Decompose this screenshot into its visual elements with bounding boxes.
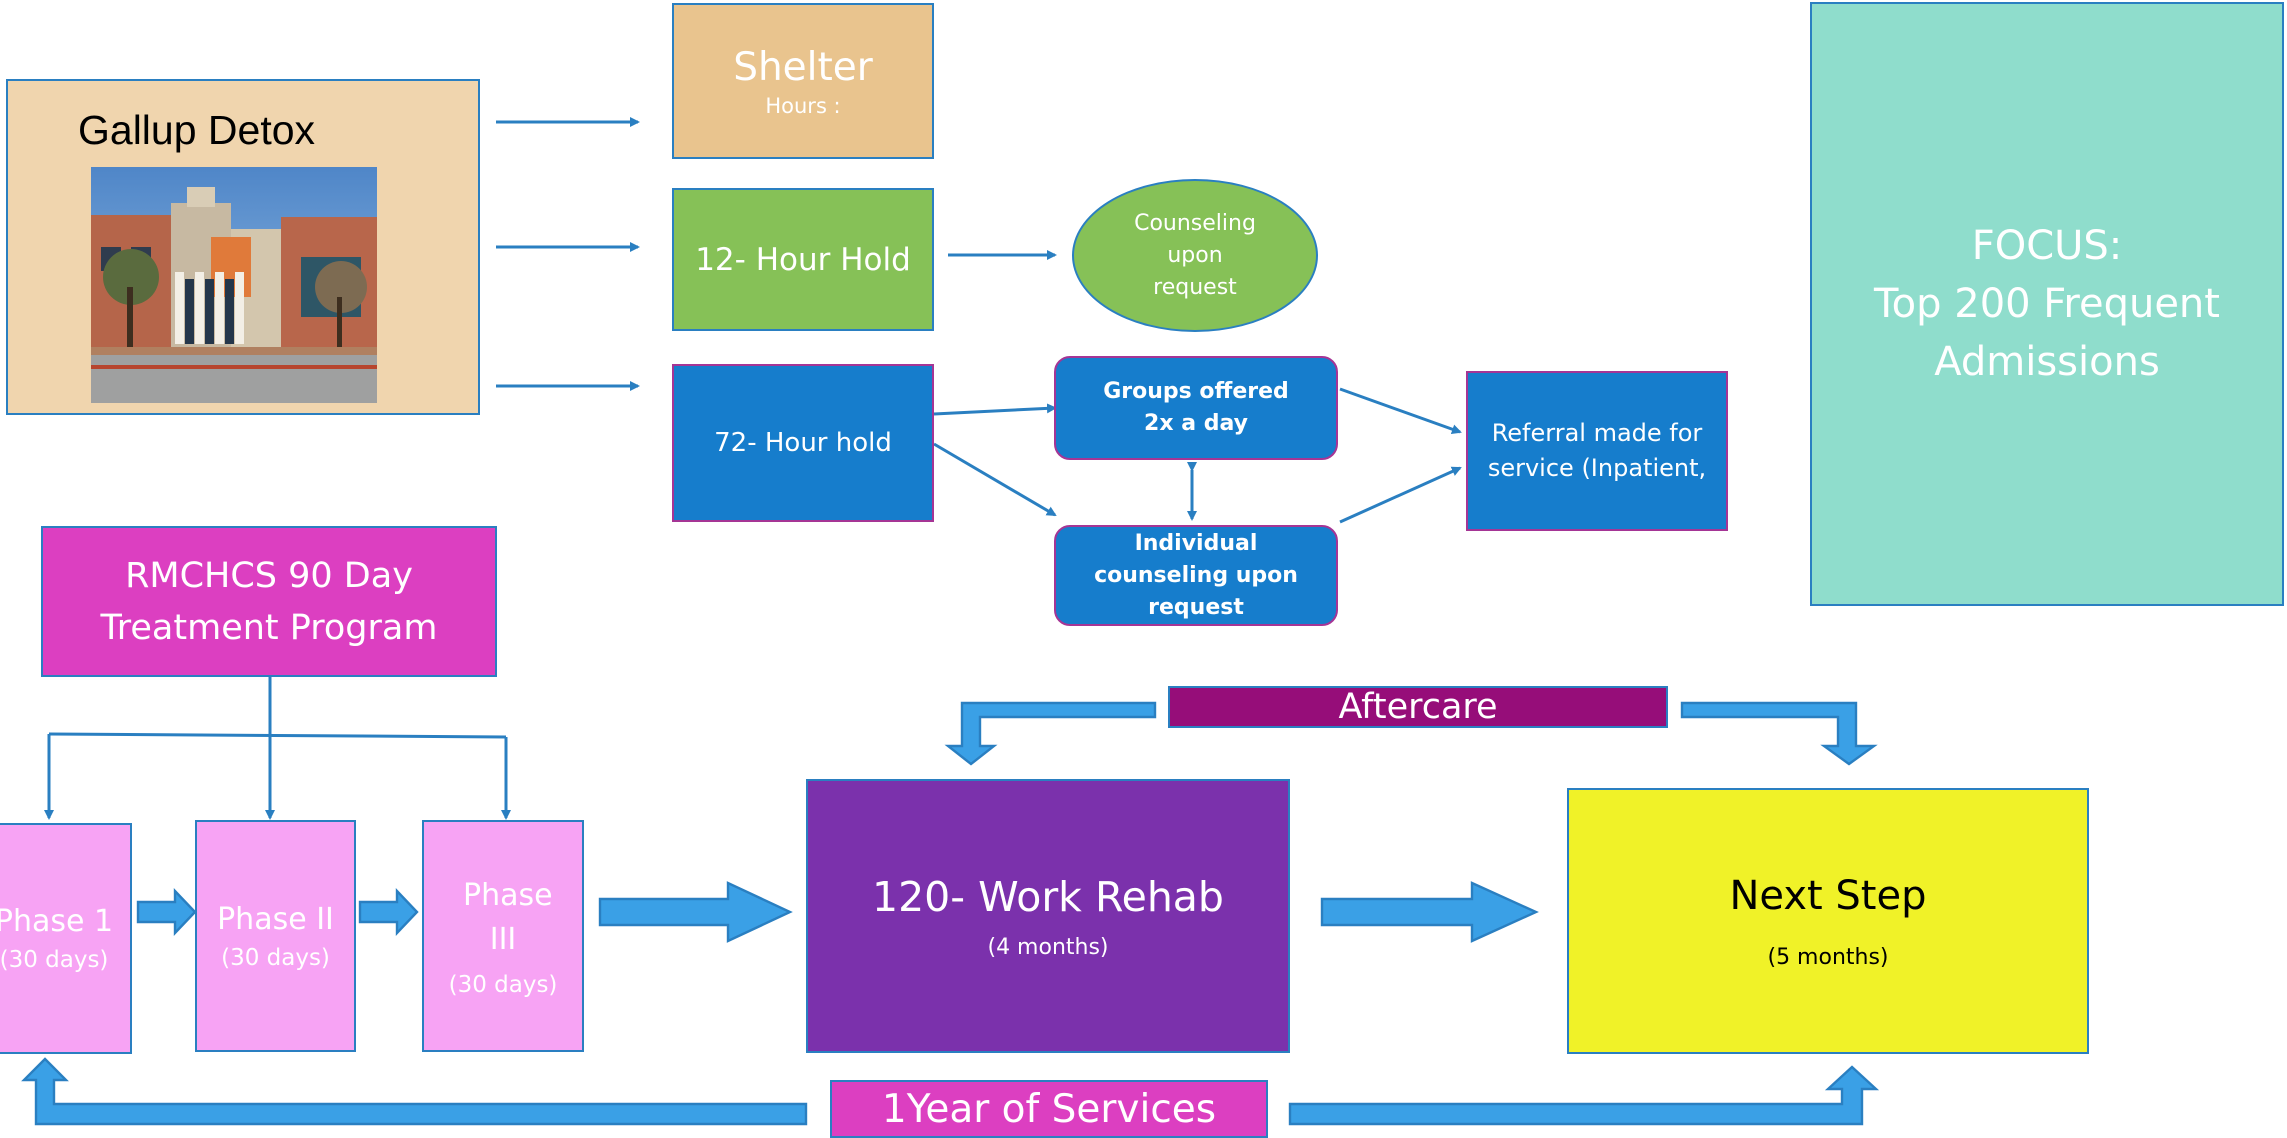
arrow-groups-referral — [1339, 387, 1462, 435]
individual-line-3: request — [1148, 594, 1244, 620]
bent-arrow-services-right — [1288, 1065, 1880, 1126]
phase-3-title: Phase III — [463, 878, 553, 957]
individual-line-1: Individual — [1134, 530, 1258, 556]
bent-arrow-aftercare-right — [1680, 701, 1878, 766]
next-step-duration: (5 months) — [1767, 944, 1889, 970]
phase-2-days: (30 days) — [221, 944, 330, 971]
next-step-title: Next Step — [1729, 872, 1927, 919]
phase-1-box: Phase 1 (30 days) — [0, 823, 132, 1054]
rmchcs-line-1: RMCHCS 90 Day — [125, 555, 413, 596]
focus-line-2: Top 200 Frequent — [1874, 281, 2220, 327]
year-services-text: 1Year of Services — [881, 1086, 1217, 1132]
counseling-line-2: upon — [1167, 242, 1223, 268]
bent-arrow-aftercare-left — [944, 701, 1157, 766]
referral-box: Referral made for service (Inpatient, — [1466, 371, 1728, 531]
shelter-title: Shelter — [733, 44, 873, 90]
phase-1-days: (30 days) — [0, 947, 109, 973]
phase-3-box: Phase III (30 days) — [422, 820, 584, 1052]
hold-72-title: 72- Hour hold — [714, 428, 892, 458]
phase-1-title: Phase 1 — [0, 904, 114, 939]
referral-line-2: service (Inpatient, — [1487, 454, 1707, 482]
block-arrow-phase1-phase2 — [136, 888, 197, 936]
arrow-72hour-individual — [933, 442, 1057, 517]
work-rehab-duration: (4 months) — [987, 934, 1109, 960]
next-step-box: Next Step (5 months) — [1567, 788, 2089, 1054]
counseling-line-3: request — [1153, 274, 1237, 300]
rmchcs-line-2: Treatment Program — [100, 607, 438, 648]
detox-title: Gallup Detox — [78, 107, 316, 153]
individual-line-2: counseling upon — [1094, 562, 1298, 588]
detox-box: Gallup Detox — [6, 79, 480, 415]
hold-12-title: 12- Hour Hold — [695, 241, 911, 278]
year-services-label: 1Year of Services — [830, 1080, 1268, 1138]
line-phase-bus — [48, 732, 507, 739]
focus-line-3: Admissions — [1934, 339, 2160, 385]
counseling-ellipse: Counseling upon request — [1072, 179, 1318, 332]
work-rehab-title: 120- Work Rehab — [872, 872, 1224, 921]
shelter-box: Shelter Hours : — [672, 3, 934, 159]
bent-arrow-services-left — [21, 1057, 808, 1126]
individual-box: Individual counseling upon request — [1054, 525, 1338, 626]
phase-2-title: Phase II — [217, 901, 334, 937]
block-arrow-phase3-workrehab — [598, 881, 793, 943]
hold-72-box: 72- Hour hold — [672, 364, 934, 522]
shelter-hours: Hours : — [765, 93, 841, 118]
focus-line-1: FOCUS: — [1971, 223, 2123, 269]
work-rehab-box: 120- Work Rehab (4 months) — [806, 779, 1290, 1053]
phase-3-days: (30 days) — [448, 972, 558, 998]
rmchcs-box: RMCHCS 90 Day Treatment Program — [41, 526, 497, 677]
focus-box: FOCUS: Top 200 Frequent Admissions — [1810, 2, 2284, 606]
phase-2-box: Phase II (30 days) — [195, 820, 356, 1052]
groups-line-2: 2x a day — [1144, 411, 1248, 436]
arrow-individual-referral — [1339, 466, 1462, 524]
aftercare-text: Aftercare — [1338, 687, 1498, 727]
hold-12-box: 12- Hour Hold — [672, 188, 934, 331]
referral-line-1: Referral made for — [1491, 419, 1703, 447]
counseling-line-1: Counseling — [1134, 210, 1256, 236]
arrow-72hour-groups — [933, 403, 1057, 416]
block-arrow-phase2-phase3 — [358, 888, 419, 936]
building-photo — [91, 167, 377, 403]
groups-line-1: Groups offered — [1103, 379, 1289, 404]
groups-box: Groups offered 2x a day — [1054, 356, 1338, 460]
aftercare-label: Aftercare — [1168, 686, 1668, 728]
block-arrow-workrehab-nextstep — [1320, 881, 1539, 943]
